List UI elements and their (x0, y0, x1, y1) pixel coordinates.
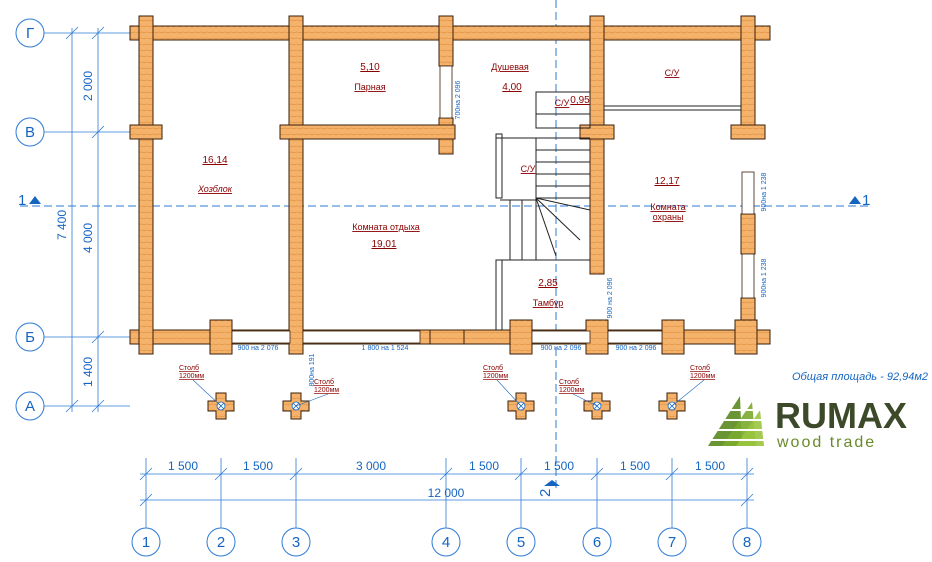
axis-row-label: А (25, 398, 35, 415)
left-dimension-lines (65, 26, 105, 413)
axis-col-marker-7: 7 (657, 527, 687, 557)
dim-col-span-6: 1 500 (620, 459, 650, 473)
dim-col-span-1: 1 500 (168, 459, 198, 473)
post-size: 1200мм (559, 387, 584, 394)
room-tambur-area: 2,85 (538, 278, 558, 289)
dim-col-span-2: 1 500 (243, 459, 273, 473)
rumax-logo: RUMAX wood trade (708, 392, 907, 451)
room-hozblok-name: Хозблок (197, 184, 233, 194)
axis-row-label: Г (26, 25, 34, 42)
axis-row-label: В (25, 124, 35, 141)
room-ohrana-area: 12,17 (654, 176, 679, 187)
opening-door-6: 700на 2 096 (455, 80, 462, 119)
opening-door-2: 800на 191 (309, 353, 316, 386)
section-1-left-arrow (29, 196, 41, 204)
dim-col-span-3: 3 000 (356, 459, 386, 473)
opening-window-3: 900на 1 238 (761, 258, 768, 297)
post-label: Столб (179, 364, 199, 372)
dim-row-span-1: 2 000 (81, 71, 95, 101)
dim-col-span-5: 1 500 (544, 459, 574, 473)
total-area: Общая площадь - 92,94м2 (792, 371, 928, 383)
axis-col-marker-8: 8 (732, 527, 762, 557)
section-1-left-label: 1 (18, 192, 26, 209)
room-otdyh-area: 19,01 (371, 239, 396, 250)
axis-col-label: 6 (593, 534, 601, 551)
dim-col-total: 12 000 (428, 486, 465, 500)
post-label: Столб (314, 378, 334, 386)
axis-row-marker-3: Б (15, 322, 45, 352)
axis-col-marker-3: 3 (281, 527, 311, 557)
dim-row-total: 7 400 (55, 210, 69, 240)
opening-window-2: 900на 1 238 (761, 172, 768, 211)
posts-group: Столб1200ммСтолб1200ммСтолб1200ммСтолб12… (179, 364, 715, 420)
room-tambur-name: Тамбур (533, 298, 564, 308)
stair-and-partitions (495, 91, 741, 331)
room-su-stair: С/У (521, 164, 536, 174)
room-su-small-area: 0,95 (570, 95, 590, 106)
openings (231, 65, 755, 344)
axis-row-marker-2: В (15, 117, 45, 147)
opening-door-5: 900 на 2 096 (607, 277, 614, 318)
post-size: 1200мм (483, 373, 508, 380)
dim-col-span-7: 1 500 (695, 459, 725, 473)
post-size: 1200мм (314, 387, 339, 394)
room-ohrana-name-1: Комната (650, 202, 685, 212)
opening-window-1: 1 800 на 1 524 (362, 345, 409, 352)
axis-col-label: 2 (217, 534, 225, 551)
room-su-top-right: С/У (665, 68, 680, 78)
axis-row-marker-4: А (15, 391, 45, 421)
dim-col-span-4: 1 500 (469, 459, 499, 473)
axis-col-label: 1 (142, 534, 150, 551)
post-label: Столб (483, 364, 503, 372)
horizontal-grid-lines (44, 32, 130, 407)
post-size: 1200мм (179, 373, 204, 380)
room-dushevaya-name: Душевая (491, 62, 529, 72)
axis-col-marker-1: 1 (131, 527, 161, 557)
room-parnaya-name: Парная (354, 82, 385, 92)
brand-sub: wood trade (776, 434, 876, 451)
opening-door-4: 900 на 2 096 (616, 345, 657, 352)
room-hozblok-area: 16,14 (202, 155, 227, 166)
section-1-right-label: 1 (862, 192, 870, 209)
post-label: Столб (559, 378, 579, 386)
axis-row-label: Б (25, 329, 35, 346)
axis-col-marker-4: 4 (431, 527, 461, 557)
axis-col-label: 8 (743, 534, 751, 551)
section-1-right-arrow (849, 196, 861, 204)
section-2-label: 2 (537, 489, 554, 497)
axis-row-marker-1: Г (15, 18, 45, 48)
axis-col-label: 4 (442, 534, 450, 551)
vertical-grid-lines (145, 458, 748, 528)
opening-door-1: 900 на 2 076 (238, 345, 279, 352)
dim-row-span-2: 4 000 (81, 223, 95, 253)
axis-col-marker-6: 6 (582, 527, 612, 557)
section-2-arrow (544, 480, 560, 486)
opening-door-3: 900 на 2 096 (541, 345, 582, 352)
axis-col-label: 5 (517, 534, 525, 551)
axis-col-marker-2: 2 (206, 527, 236, 557)
room-parnaya-area: 5,10 (360, 62, 380, 73)
axis-col-label: 3 (292, 534, 300, 551)
room-ohrana-name-2: охраны (653, 212, 684, 222)
room-dushevaya-area: 4,00 (502, 82, 522, 93)
post-size: 1200мм (690, 373, 715, 380)
room-su-small: С/У (555, 98, 570, 108)
axis-col-label: 7 (668, 534, 676, 551)
bottom-dimension-lines (139, 467, 754, 507)
room-otdyh-name: Комната отдыха (352, 222, 420, 232)
post-label: Столб (690, 364, 710, 372)
axis-col-marker-5: 5 (506, 527, 536, 557)
brand-name: RUMAX (775, 395, 907, 436)
axis-markers: Г В Б А 1 2 3 4 5 6 7 8 (15, 18, 762, 557)
dim-row-span-3: 1 400 (81, 357, 95, 387)
